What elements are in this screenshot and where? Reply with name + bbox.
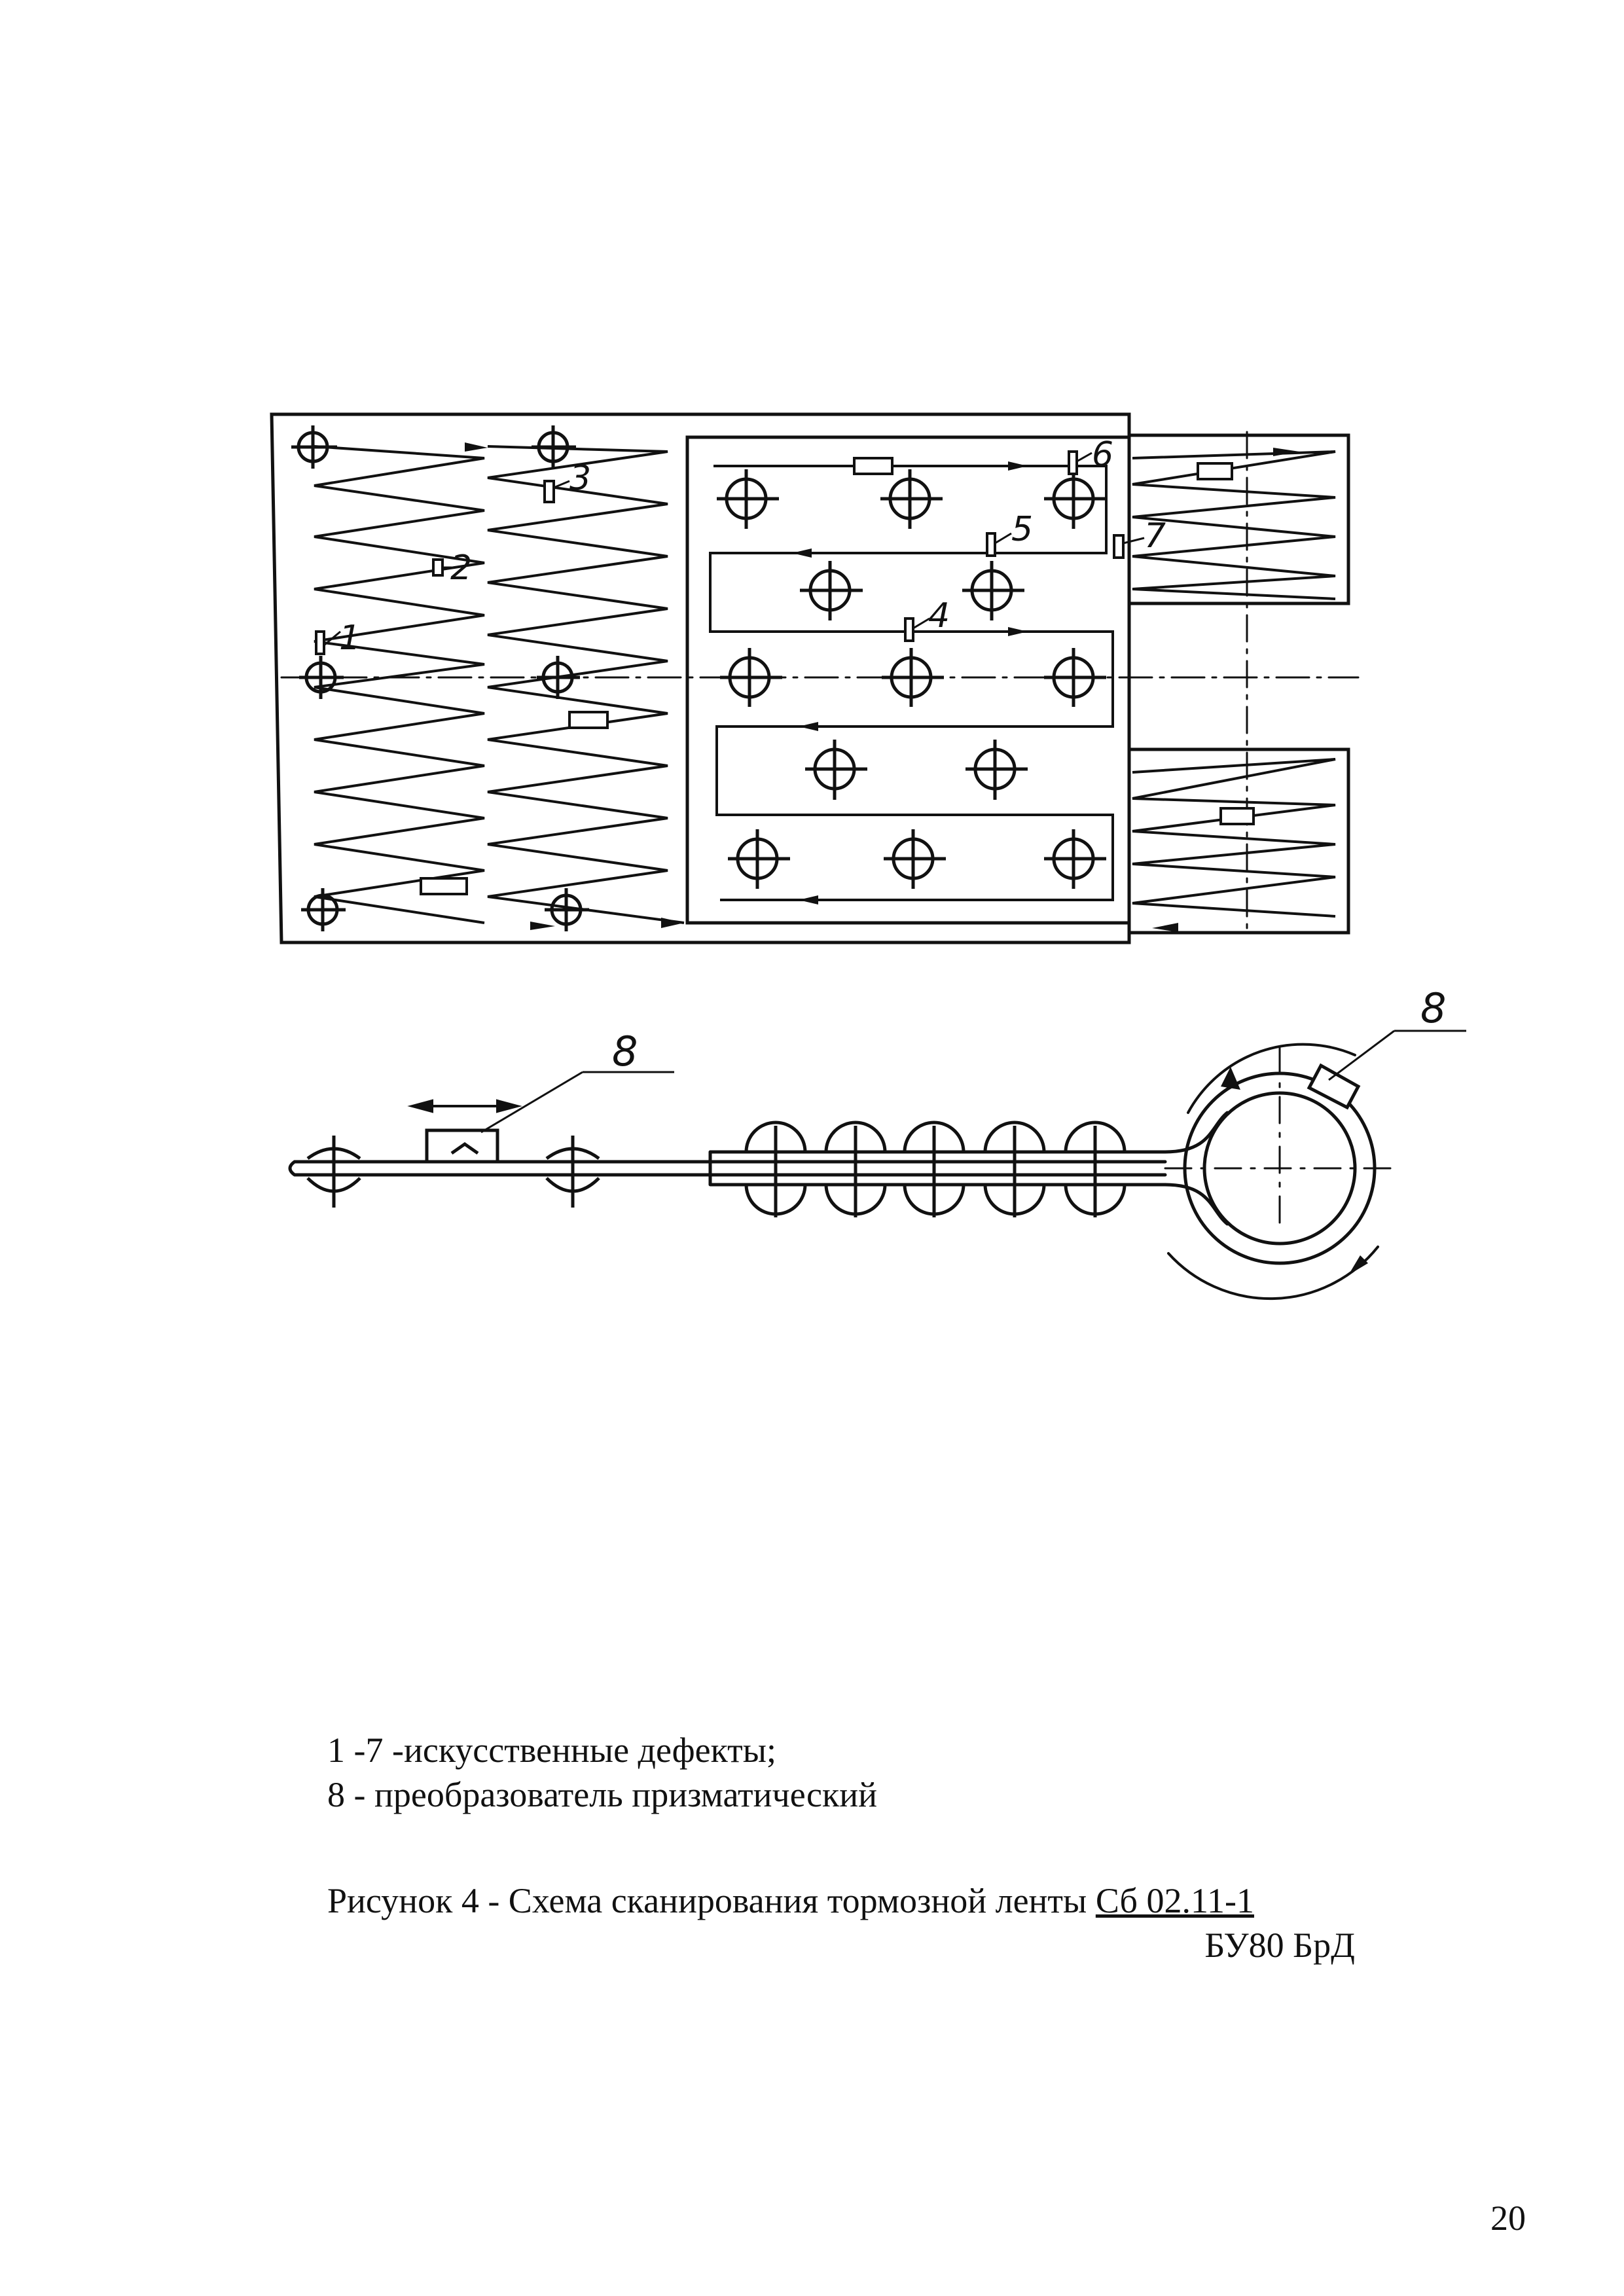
defect-label-1: 1 — [339, 619, 361, 658]
rotation-arrows — [1221, 1067, 1368, 1275]
band-end-lower — [1127, 747, 1350, 935]
rivet-hole — [301, 888, 346, 931]
defect-4 — [904, 617, 914, 642]
brake-band-side-view: 8 8 — [288, 984, 1466, 1300]
legend-defects: 1 -7 -искусственные дефекты; — [327, 1731, 776, 1770]
riveted-zone-frame — [685, 435, 1131, 925]
rivet-hole — [1044, 469, 1106, 529]
defect-label-5: 5 — [1011, 510, 1033, 549]
legend-transducer: 8 - преобразователь призматический — [327, 1775, 878, 1814]
transducer-marks — [420, 457, 1255, 895]
zigzag-scan-middle — [487, 445, 685, 924]
defect-numbers: 1 2 3 4 5 6 7 — [339, 435, 1166, 658]
rivet-hole — [884, 829, 946, 889]
defect-5 — [986, 532, 996, 557]
defect-label-3: 3 — [569, 459, 591, 498]
scan-direction-arrow — [407, 1099, 522, 1113]
direction-arrows — [465, 442, 1299, 932]
serpentine-scan — [709, 465, 1114, 901]
band-doubled-section — [708, 1150, 1167, 1187]
rivet-hole — [965, 740, 1028, 800]
transducer-ring — [1307, 1063, 1361, 1110]
rivet-hole — [1044, 829, 1106, 889]
rotation-arc-lower — [1167, 1246, 1379, 1300]
defect-leaders — [324, 452, 1145, 646]
transducer-flat — [425, 1128, 499, 1164]
transducer-label-flat: 8 — [612, 1028, 638, 1075]
rivet-hole — [728, 829, 790, 889]
rivet-hole — [532, 425, 576, 469]
defect-6 — [1068, 450, 1078, 475]
rivet-hole — [537, 656, 580, 699]
zigzag-scan-right-upper — [1132, 450, 1336, 600]
drawing-code: Сб 02.11-1 — [1095, 1881, 1254, 1920]
zigzag-scan-right-lower — [1132, 758, 1336, 918]
artificial-defects — [315, 450, 1125, 655]
band-end-upper — [1127, 433, 1350, 605]
rivet-hole — [291, 425, 337, 469]
caption-line-2: БУ80 БрД — [1204, 1926, 1355, 1965]
defect-label-6: 6 — [1092, 435, 1113, 475]
defect-1 — [315, 630, 325, 655]
legend: 1 -7 -искусственные дефекты; 8 - преобра… — [327, 1728, 1375, 1817]
leader-8-flat — [480, 1071, 583, 1134]
leader-8-ring — [1328, 1030, 1395, 1081]
defect-7 — [1113, 534, 1125, 559]
band-strip — [288, 1160, 1167, 1177]
transducer-label-ring: 8 — [1420, 984, 1446, 1032]
rivet-hole — [882, 648, 944, 707]
defect-label-4: 4 — [928, 596, 950, 636]
rivet-hole — [880, 469, 943, 529]
page-number: 20 — [1490, 2198, 1526, 2238]
band-outline — [270, 412, 1131, 944]
rotation-arc-upper — [1187, 1043, 1356, 1114]
rivet-hole — [545, 888, 589, 931]
rivet-heads — [744, 1121, 1127, 1217]
caption-prefix: Рисунок 4 - Схема сканирования тормозной… — [327, 1881, 1096, 1920]
rivet-holes — [291, 425, 1106, 931]
rivet-hole — [805, 740, 867, 800]
zigzag-scan-left — [314, 445, 485, 924]
defect-label-7: 7 — [1144, 516, 1166, 556]
rivet-hole — [720, 648, 782, 707]
rivet-hole — [1044, 648, 1106, 707]
rivet-hole — [800, 561, 863, 620]
rivet-hole — [717, 469, 779, 529]
defect-3 — [543, 480, 555, 503]
caption-line-1: Рисунок 4 - Схема сканирования тормозной… — [327, 1878, 1381, 1923]
rivet-hole — [962, 561, 1024, 620]
defect-label-2: 2 — [450, 548, 472, 588]
brake-band-scanning-scheme: 1 2 3 4 5 6 7 — [270, 412, 1360, 944]
single-band-rivets — [306, 1136, 600, 1208]
figure-caption: Рисунок 4 - Схема сканирования тормозной… — [327, 1878, 1381, 1967]
rivet-hole — [299, 656, 344, 699]
